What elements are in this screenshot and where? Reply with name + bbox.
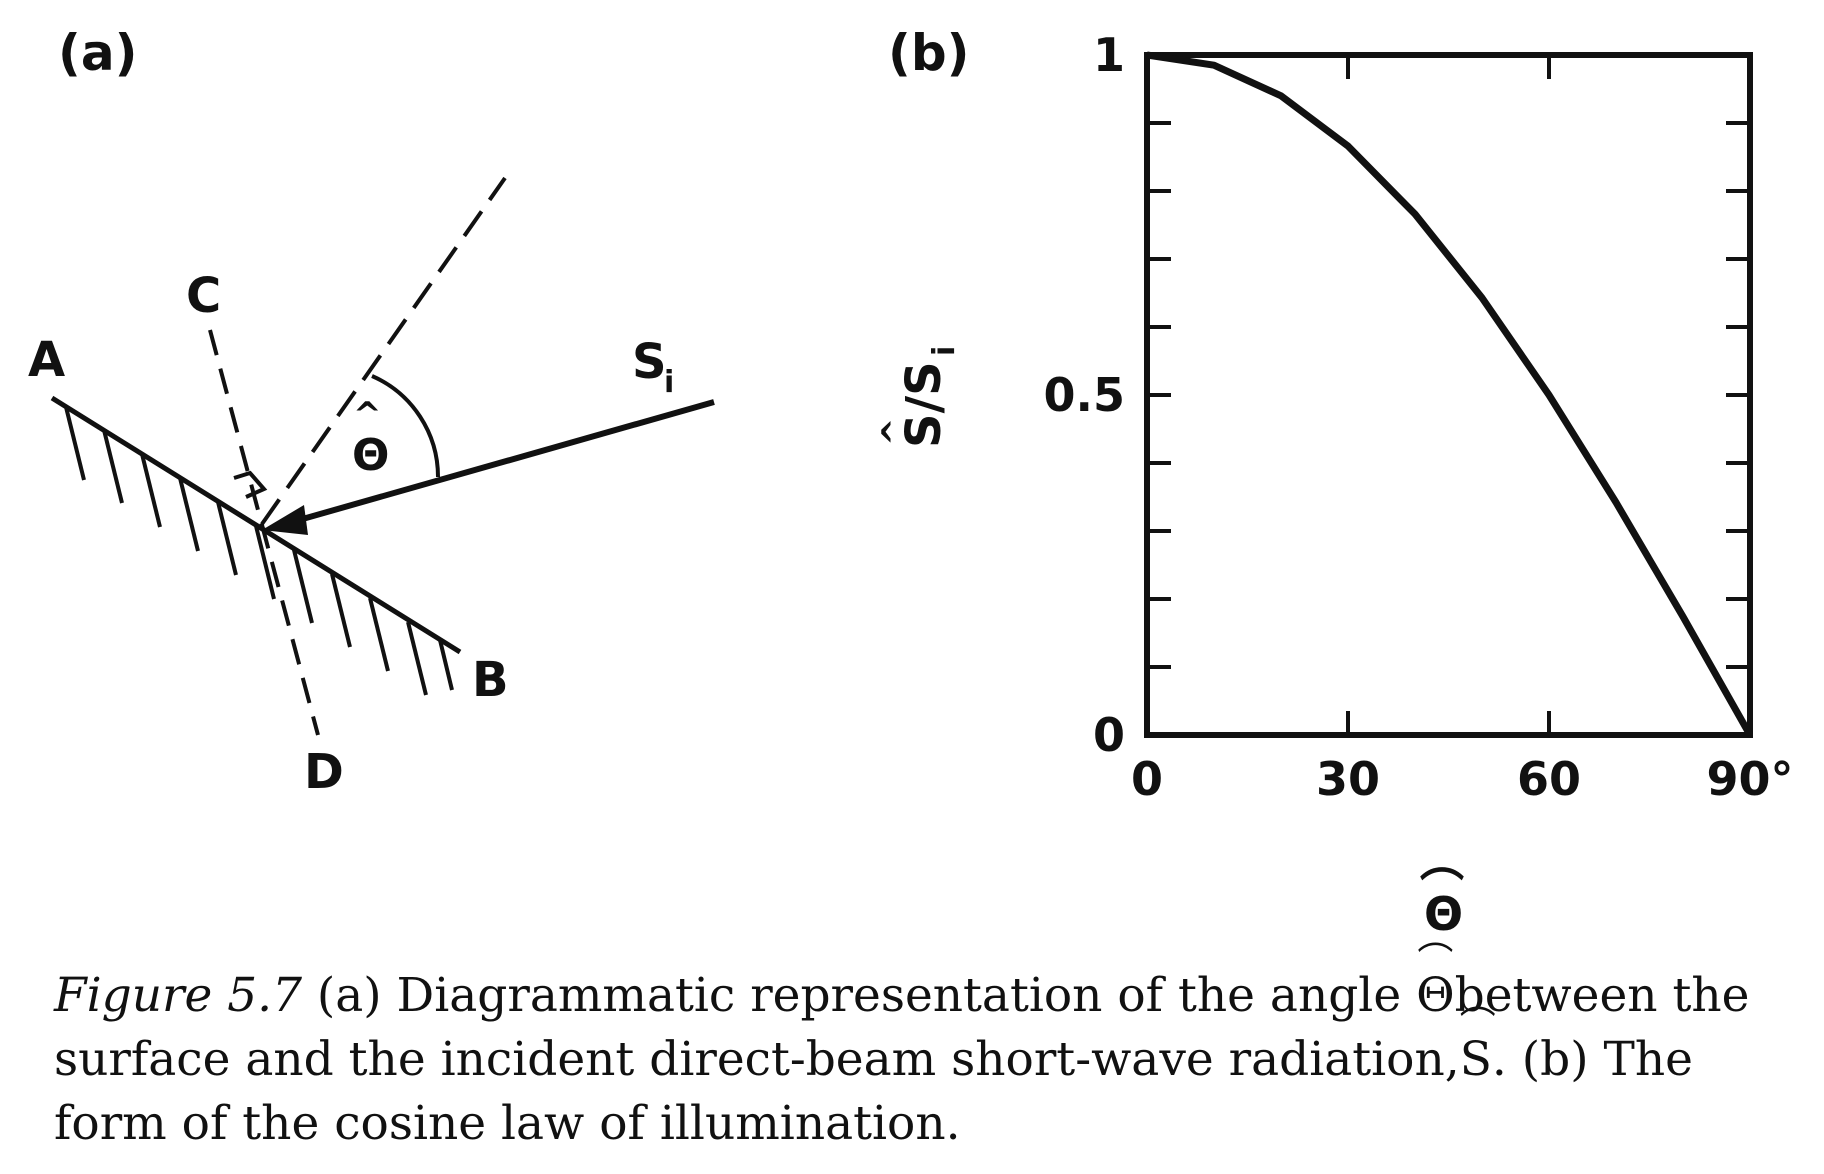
beam-extension-line [260, 176, 507, 526]
caption-theta-symbol: Θ⌒ [1416, 941, 1455, 1028]
right-angle-mark [233, 470, 268, 499]
surface-hatching [64, 406, 454, 696]
point-label-a: A [28, 332, 65, 388]
y-tick-label: 1 [1093, 28, 1125, 82]
caption-hat: ⌒ [1417, 941, 1454, 982]
figure-label: Figure 5.7 [54, 968, 302, 1023]
x-tick-label: 0 [1131, 752, 1163, 806]
series-line-cosine [1146, 51, 1754, 737]
x-tick-label: 90° [1706, 752, 1793, 806]
figure-caption: Figure 5.7 (a) Diagrammatic representati… [54, 941, 1794, 1156]
panel-a-label: (a) [58, 24, 137, 82]
caption-part1: (a) Diagrammatic representation of the a… [301, 968, 1417, 1023]
y-tick-label: 0 [1093, 708, 1125, 762]
y-axis-label-subscript: i [927, 346, 962, 356]
surface-line [50, 395, 462, 655]
angle-hat: ^ [353, 395, 382, 435]
x-tick-label: 30 [1316, 752, 1380, 806]
x-axis-label-symbol: Θ [1424, 887, 1463, 941]
plot-frame [1144, 52, 1753, 738]
y-axis-label: S/S i ^ [875, 346, 962, 448]
normal-line [208, 329, 320, 736]
caption-hat: ⌒ [1459, 1005, 1496, 1046]
y-tick-label: 0.5 [1044, 368, 1126, 422]
incident-beam-line [291, 399, 715, 525]
panel-a-diagram: (a) A B C D [28, 24, 715, 800]
y-axis-label-main: S/S [896, 361, 952, 448]
caption-part2: between the surface and the incident dir… [54, 968, 1750, 1087]
incident-arrowhead [262, 505, 308, 535]
tick-labels: 0 30 60 90° 0 0.5 1 [1044, 28, 1794, 806]
x-axis-label: Θ ⌒ [1420, 865, 1464, 941]
y-axis-label-hat: ^ [875, 418, 915, 447]
tick-marks [1147, 55, 1750, 735]
panel-b-label: (b) [888, 24, 970, 82]
caption-s-symbol: S⌒ [1460, 1005, 1496, 1092]
angle-arc [371, 374, 441, 478]
point-label-d: D [304, 744, 344, 800]
point-label-c: C [186, 268, 221, 324]
x-tick-label: 60 [1517, 752, 1581, 806]
angle-symbol: Θ [352, 430, 389, 481]
incident-subscript: i [664, 365, 674, 400]
caption-part3: . (b) The form of the cosine law of illu… [54, 1032, 1693, 1151]
x-axis-label-hat: ⌒ [1420, 865, 1464, 916]
incident-label: S [632, 334, 667, 390]
panel-b-chart: (b) S/S i ^ 0 30 60 90° 0 0.5 1 Θ ⌒ [875, 24, 1794, 941]
point-label-b: B [472, 652, 509, 708]
